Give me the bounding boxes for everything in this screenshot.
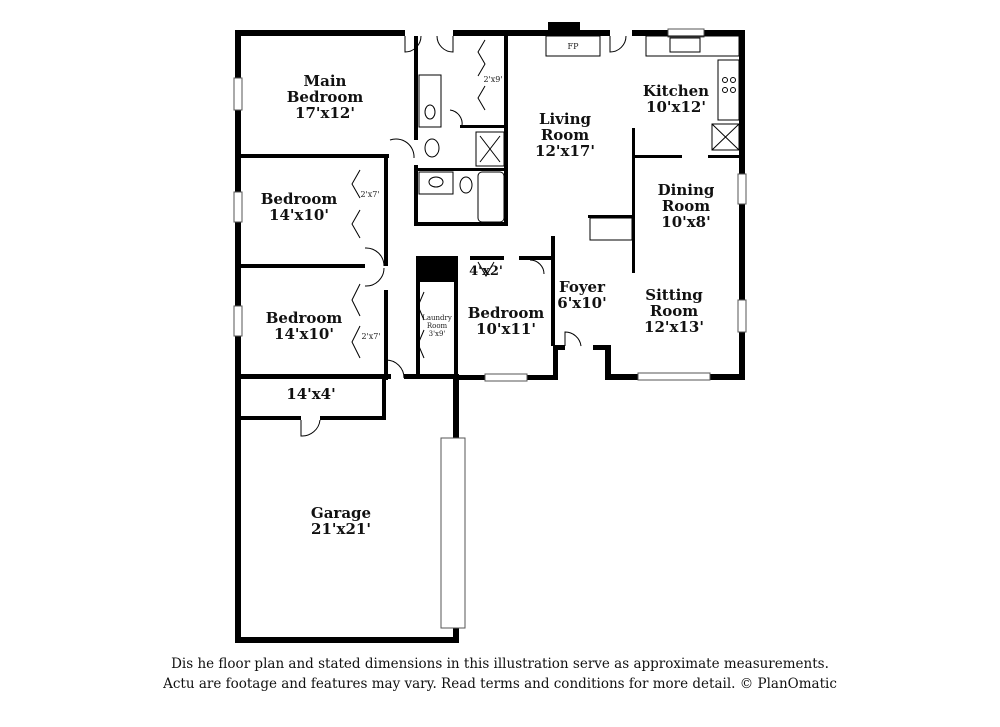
- disclaimer: Dis he floor plan and stated dimensions …: [0, 654, 1000, 694]
- garage-dims: 21'x21': [311, 520, 371, 538]
- main-bedroom-name-line1: Main: [304, 72, 347, 90]
- main-bedroom-name-line2: Bedroom: [287, 88, 364, 106]
- living-room-dims: 12'x17': [535, 142, 595, 160]
- sitting-room-name-line2: Room: [650, 302, 698, 320]
- laundry-name-line1: Laundry: [422, 314, 452, 322]
- bedroom-c-dims: 10'x11': [476, 320, 536, 338]
- kitchen-name: Kitchen: [643, 82, 709, 100]
- kitchen-dims: 10'x12': [646, 98, 706, 116]
- main-bedroom-dims: 17'x12': [295, 104, 355, 122]
- foyer-name: Foyer: [559, 278, 606, 296]
- room-labels: Main Bedroom 17'x12' Bedroom 14'x10' Bed…: [261, 72, 715, 538]
- dining-room-name-line1: Dining: [658, 181, 715, 199]
- windows: [233, 28, 747, 629]
- bedroom-b-dims: 14'x10': [274, 325, 334, 343]
- living-room-name-line2: Room: [541, 126, 589, 144]
- bath-fixtures: [418, 74, 505, 223]
- interior-walls: [241, 36, 739, 420]
- sitting-room-name-line1: Sitting: [645, 286, 703, 304]
- bedroom-b-closet-dims: 2'x7': [361, 332, 380, 341]
- small-closet-dims: 4'x2': [469, 264, 503, 279]
- main-closet-dims: 2'x9': [483, 75, 502, 84]
- bedroom-a-closet-dims: 2'x7': [360, 190, 379, 199]
- garage-name: Garage: [311, 504, 371, 522]
- foyer-dims: 6'x10': [557, 294, 606, 312]
- closet-doors: [351, 39, 495, 359]
- living-room-name-line1: Living: [539, 110, 592, 128]
- bedroom-c-name: Bedroom: [468, 304, 545, 322]
- bedroom-a-name: Bedroom: [261, 190, 338, 208]
- storage-dims: 14'x4': [286, 385, 335, 403]
- laundry-dims: 3'x9': [429, 330, 446, 338]
- doors: [300, 35, 627, 437]
- disclaimer-line2: Actu are footage and features may vary. …: [163, 676, 837, 692]
- bedroom-a-dims: 14'x10': [269, 206, 329, 224]
- bedroom-b-name: Bedroom: [266, 309, 343, 327]
- sitting-room-dims: 12'x13': [644, 318, 704, 336]
- laundry-name-line2: Room: [427, 322, 448, 330]
- floor-plan: FP Main Bedroom 17'x12' Bedroom 14'x10' …: [233, 22, 747, 643]
- dining-room-name-line2: Room: [662, 197, 710, 215]
- kitchen-fixtures: FP: [545, 22, 740, 241]
- fireplace-label: FP: [568, 42, 580, 51]
- dining-room-dims: 10'x8': [661, 213, 710, 231]
- disclaimer-line1: Dis he floor plan and stated dimensions …: [171, 656, 829, 672]
